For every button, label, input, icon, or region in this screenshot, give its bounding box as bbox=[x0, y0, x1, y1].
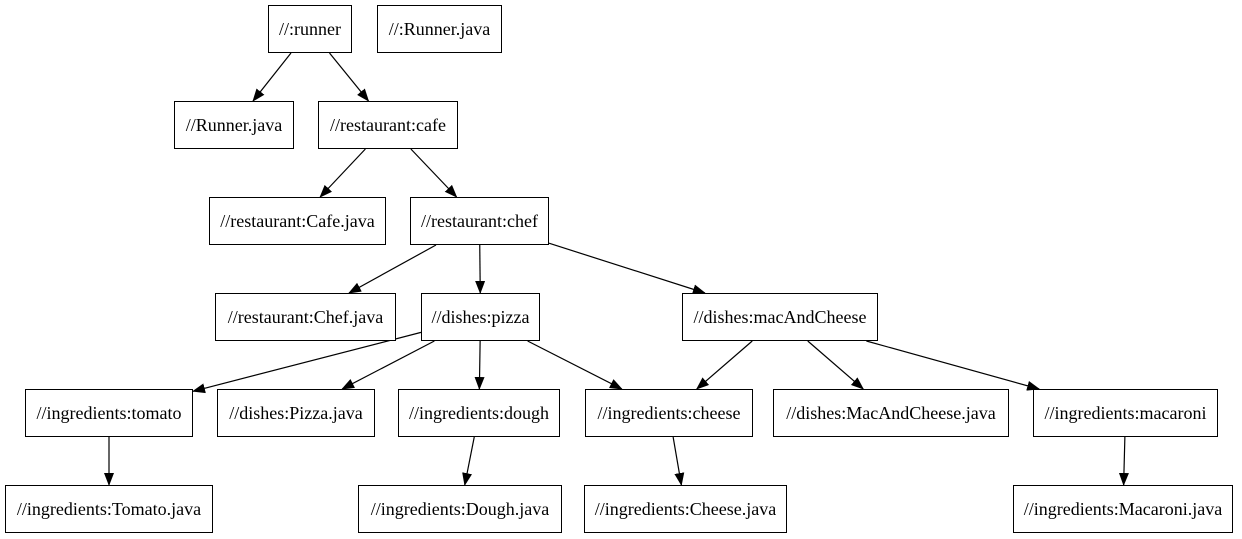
edge-pizza-to-pizza_java bbox=[341, 340, 435, 390]
edge-chef-to-chef_java bbox=[348, 244, 437, 294]
edge-cheese-to-cheese_java bbox=[672, 436, 685, 486]
graph-node-mac_and_cheese_java: //dishes:MacAndCheese.java bbox=[773, 389, 1009, 437]
graph-node-cheese_java: //ingredients:Cheese.java bbox=[584, 485, 787, 533]
graph-node-cafe: //restaurant:cafe bbox=[318, 101, 458, 149]
graph-node-label: //ingredients:dough bbox=[409, 403, 549, 423]
graph-node-label: //dishes:pizza bbox=[431, 307, 530, 327]
edge-pizza-to-cheese bbox=[527, 340, 623, 390]
graph-node-dough: //ingredients:dough bbox=[398, 389, 560, 437]
graph-node-runner_java: //Runner.java bbox=[174, 101, 294, 149]
graph-node-chef: //restaurant:chef bbox=[410, 197, 549, 245]
graph-node-label: //ingredients:macaroni bbox=[1044, 403, 1207, 423]
graph-node-runner: //:runner bbox=[268, 5, 352, 53]
graph-node-label: //restaurant:cafe bbox=[330, 115, 446, 135]
edge-cafe-to-cafe_java bbox=[319, 148, 366, 198]
graph-node-label: //ingredients:Tomato.java bbox=[16, 499, 202, 519]
graph-node-label: //restaurant:chef bbox=[421, 211, 538, 231]
graph-node-label: //restaurant:Cafe.java bbox=[220, 211, 375, 231]
edge-mac_and_cheese-to-cheese bbox=[695, 340, 753, 390]
graph-node-chef_java: //restaurant:Chef.java bbox=[215, 293, 396, 341]
graph-node-label: //ingredients:cheese bbox=[597, 403, 741, 423]
edge-dough-to-dough_java bbox=[462, 436, 475, 486]
graph-node-dough_java: //ingredients:Dough.java bbox=[358, 485, 562, 533]
graph-node-label: //Runner.java bbox=[185, 115, 283, 135]
graph-node-label: //restaurant:Chef.java bbox=[227, 307, 384, 327]
graph-node-label: //dishes:MacAndCheese.java bbox=[786, 403, 996, 423]
edge-chef-to-pizza bbox=[475, 244, 486, 294]
graph-node-tomato_java: //ingredients:Tomato.java bbox=[5, 485, 213, 533]
graph-node-label: //dishes:macAndCheese bbox=[693, 307, 867, 327]
graph-node-label: //:runner bbox=[279, 19, 341, 39]
graph-node-label: //:Runner.java bbox=[388, 19, 491, 39]
graph-node-cheese: //ingredients:cheese bbox=[585, 389, 753, 437]
graph-node-pizza: //dishes:pizza bbox=[421, 293, 540, 341]
edge-chef-to-mac_and_cheese bbox=[548, 242, 706, 295]
edge-pizza-to-tomato bbox=[192, 331, 422, 394]
graph-node-label: //ingredients:Dough.java bbox=[370, 499, 550, 519]
graph-node-macaroni_java: //ingredients:Macaroni.java bbox=[1013, 485, 1233, 533]
edge-cafe-to-chef bbox=[410, 148, 458, 198]
edge-mac_and_cheese-to-macaroni bbox=[866, 340, 1041, 391]
graph-node-label: //dishes:Pizza.java bbox=[229, 403, 363, 423]
graph-node-mac_and_cheese: //dishes:macAndCheese bbox=[682, 293, 878, 341]
graph-node-pizza_java: //dishes:Pizza.java bbox=[217, 389, 375, 437]
edge-runner-to-runner_java bbox=[252, 52, 292, 102]
graph-node-label: //ingredients:tomato bbox=[36, 403, 182, 423]
edge-mac_and_cheese-to-mac_and_cheese_java bbox=[807, 340, 865, 390]
graph-node-label: //ingredients:Macaroni.java bbox=[1023, 499, 1223, 519]
edge-runner-to-cafe bbox=[329, 52, 370, 102]
edge-macaroni-to-macaroni_java bbox=[1118, 436, 1129, 486]
edge-pizza-to-dough bbox=[474, 340, 485, 390]
graph-node-runner_java_root: //:Runner.java bbox=[377, 5, 502, 53]
graph-node-macaroni: //ingredients:macaroni bbox=[1033, 389, 1218, 437]
graph-node-label: //ingredients:Cheese.java bbox=[594, 499, 777, 519]
graph-node-cafe_java: //restaurant:Cafe.java bbox=[209, 197, 386, 245]
graph-node-tomato: //ingredients:tomato bbox=[25, 389, 193, 437]
